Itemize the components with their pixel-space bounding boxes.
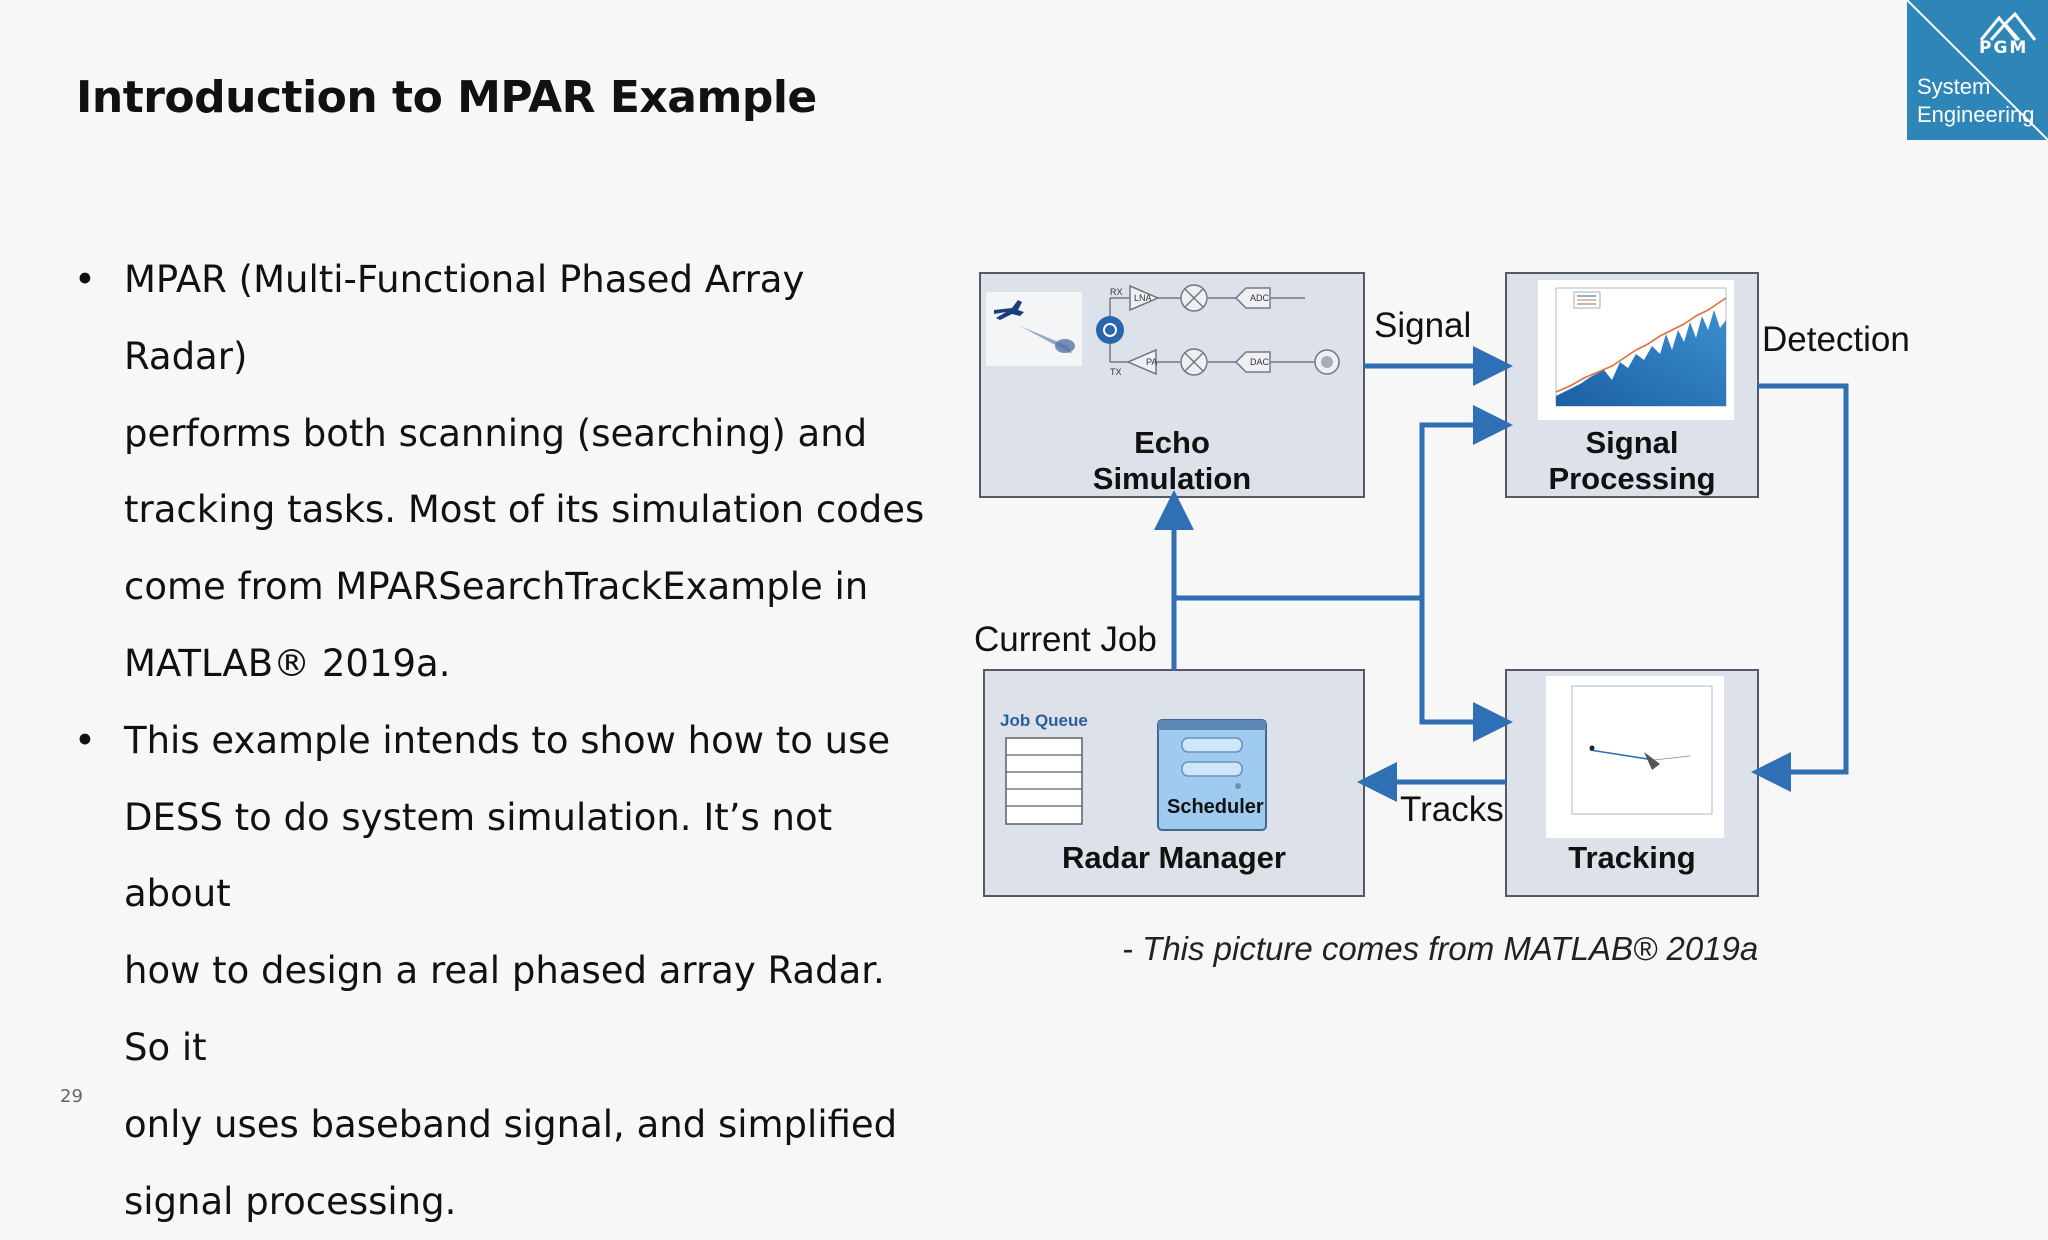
bullet-line: MPAR (Multi-Functional Phased Array Rada…: [124, 258, 805, 378]
circulator-icon: [1096, 316, 1124, 344]
diagram-graphics: [979, 272, 1849, 897]
echo-dac-label: DAC: [1250, 357, 1270, 367]
echo-adc-label: ADC: [1250, 293, 1270, 303]
bullet-line: MATLAB® 2019a.: [124, 641, 451, 685]
scheduler-label: Scheduler: [1167, 796, 1264, 818]
echo-simulation-label: Echo Simulation: [980, 425, 1364, 497]
arrow-detection: [1751, 383, 1849, 792]
bullet-glyph: •: [74, 718, 96, 762]
echo-rx-label: RX: [1110, 287, 1123, 297]
bullet-line: This example intends to show how to use: [124, 718, 891, 762]
bullet-line: performs both scanning (searching) and: [124, 411, 868, 455]
bullet-line: DESS to do system simulation. It’s not a…: [124, 795, 833, 916]
airplane-icon: [994, 300, 1024, 320]
slide-title: Introduction to MPAR Example: [76, 72, 817, 123]
bullet-item: • MPAR (Multi-Functional Phased Array Ra…: [72, 242, 932, 703]
echo-label-line1: Echo: [1134, 425, 1210, 460]
scheduler-server-icon: [1157, 719, 1267, 831]
arrow-current-job: [1154, 405, 1513, 742]
job-queue-label: Job Queue: [1000, 711, 1088, 730]
current-job-flow-label: Current Job: [974, 620, 1157, 659]
mpar-block-diagram: RX TX LNA PA ADC DAC Echo Simulation Sig…: [960, 250, 1940, 1010]
page-number: 29: [60, 1086, 83, 1107]
bullet-item: • This example intends to show how to us…: [72, 703, 932, 1240]
logo-brand-text: PGM: [1979, 38, 2029, 58]
tracks-flow-label: Tracks: [1400, 790, 1504, 829]
logo-line2: Engineering: [1917, 102, 2035, 127]
sp-label-line1: Signal: [1585, 425, 1679, 460]
company-logo: PGM System Engineering: [1907, 0, 2048, 140]
detection-flow-label: Detection: [1762, 320, 1910, 359]
sp-label-line2: Processing: [1548, 461, 1716, 496]
figure-caption: - This picture comes from MATLAB® 2019a: [1122, 930, 1759, 967]
bullet-line: come from MPARSearchTrackExample in: [124, 565, 869, 609]
echo-pa-label: PA: [1146, 357, 1158, 367]
logo-diagonal-graphic: [1907, 0, 2048, 140]
signal-processing-label: Signal Processing: [1506, 425, 1758, 497]
job-queue-table: [1005, 737, 1083, 825]
bullet-line: tracking tasks. Most of its simulation c…: [124, 488, 925, 532]
logo-line1: System: [1917, 74, 1991, 99]
echo-lna-label: LNA: [1134, 293, 1152, 303]
signal-plot-trace: [1556, 310, 1726, 406]
bullet-line: how to design a real phased array Radar.…: [124, 949, 885, 1069]
bullet-list: • MPAR (Multi-Functional Phased Array Ra…: [72, 242, 932, 1240]
tracking-label: Tracking: [1568, 840, 1696, 875]
bullet-line: only uses baseband signal, and simplifie…: [124, 1102, 898, 1146]
echo-tx-label: TX: [1110, 367, 1122, 377]
bullet-glyph: •: [74, 258, 96, 301]
echo-label-line2: Simulation: [1092, 461, 1252, 496]
signal-flow-label: Signal: [1374, 306, 1472, 345]
bullet-line: signal processing.: [124, 1179, 457, 1223]
echo-scene-image: [986, 292, 1082, 366]
radar-manager-label: Radar Manager: [1062, 840, 1286, 875]
